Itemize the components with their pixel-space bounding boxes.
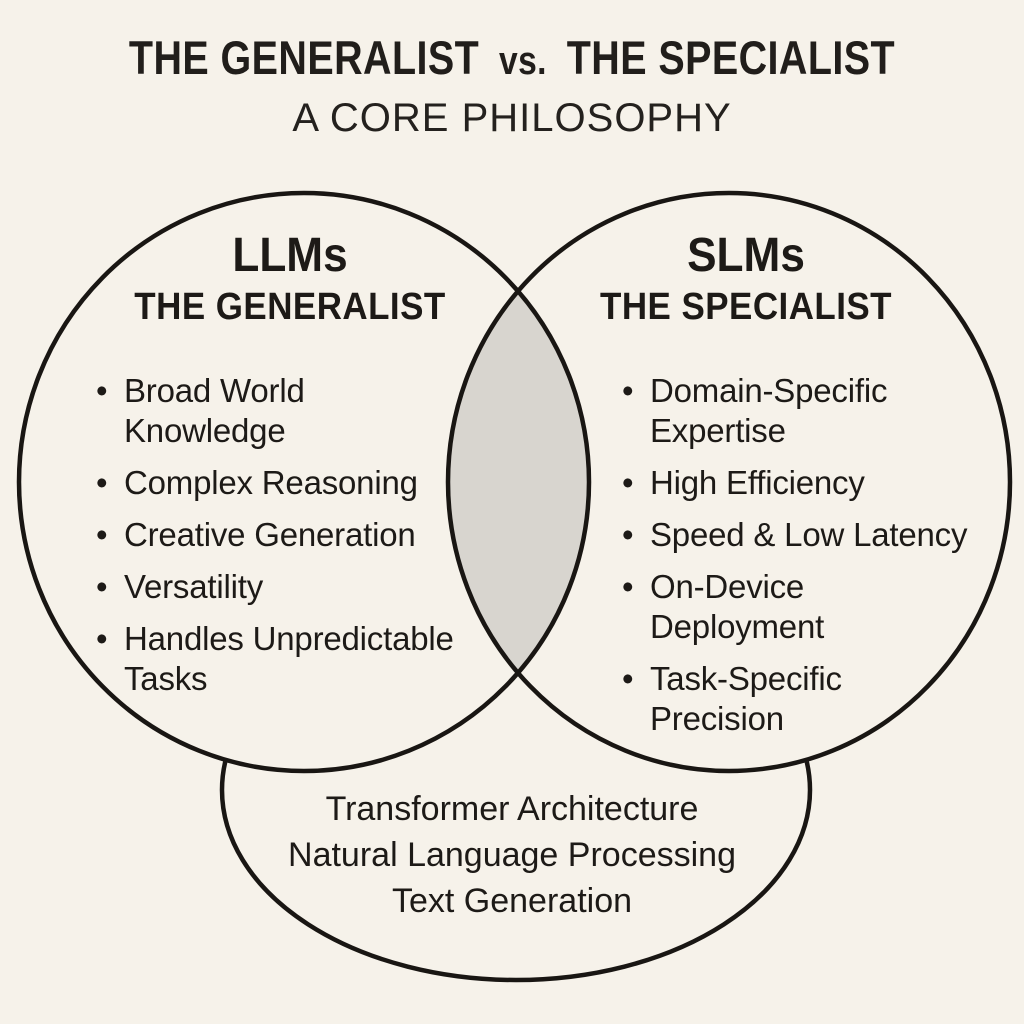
title-right-part: THE SPECIALIST [566, 31, 896, 84]
bullet-icon: • [96, 516, 108, 553]
shared-circle-list: Transformer Architecture Natural Languag… [212, 786, 812, 924]
list-item-line: Task-Specific [650, 660, 842, 697]
page-title: THE GENERALIST vs. THE SPECIALIST [82, 30, 942, 85]
list-item-line: Domain-Specific [650, 372, 888, 409]
list-item-line: Broad World [124, 372, 305, 409]
left-circle-heading: LLMs THE GENERALIST [88, 228, 493, 330]
list-item-line: Versatility [124, 568, 264, 605]
title-left-part: THE GENERALIST [128, 31, 480, 84]
page-subtitle: A CORE PHILOSOPHY [292, 96, 732, 140]
right-circle-subtitle: THE SPECIALIST [600, 286, 892, 328]
list-item-line: Complex Reasoning [124, 464, 418, 501]
bullet-icon: • [622, 660, 634, 697]
list-item-line: Tasks [124, 660, 208, 697]
list-item-line: Creative Generation [124, 516, 416, 553]
list-item-line: High Efficiency [650, 464, 865, 501]
list-item-line: Handles Unpredictable [124, 620, 454, 657]
shared-item: Natural Language Processing [288, 836, 736, 874]
list-item-line: Deployment [650, 608, 825, 645]
list-item-line: Expertise [650, 412, 786, 449]
right-circle-outline [445, 190, 1013, 774]
list-item: • Creative Generation [96, 515, 506, 555]
left-circle-subtitle: THE GENERALIST [134, 286, 446, 328]
title-vs-part: vs. [498, 39, 547, 83]
list-item: • Versatility [96, 567, 506, 607]
bullet-icon: • [96, 372, 108, 409]
bullet-icon: • [96, 464, 108, 501]
bullet-icon: • [622, 516, 634, 553]
right-circle-title: SLMs [687, 229, 805, 282]
list-item-line: Precision [650, 700, 784, 737]
left-circle-outline [16, 190, 592, 774]
list-item-line: On-Device [650, 568, 805, 605]
right-circle-fill [446, 191, 1012, 773]
shared-item: Transformer Architecture [325, 790, 699, 828]
left-circle-title: LLMs [232, 229, 348, 282]
list-item-line: Knowledge [124, 412, 286, 449]
left-circle-fill [17, 191, 591, 773]
list-item: • Speed & Low Latency [622, 515, 1024, 555]
bullet-icon: • [622, 568, 634, 605]
right-circle-heading: SLMs THE SPECIALIST [544, 228, 949, 330]
bullet-icon: • [622, 464, 634, 501]
bullet-icon: • [96, 568, 108, 605]
list-item-line: Speed & Low Latency [650, 516, 968, 553]
bullet-icon: • [622, 372, 634, 409]
list-item: • High Efficiency [622, 463, 1024, 503]
bullet-icon: • [96, 620, 108, 657]
list-item: • Complex Reasoning [96, 463, 506, 503]
shared-item: Text Generation [391, 882, 633, 920]
